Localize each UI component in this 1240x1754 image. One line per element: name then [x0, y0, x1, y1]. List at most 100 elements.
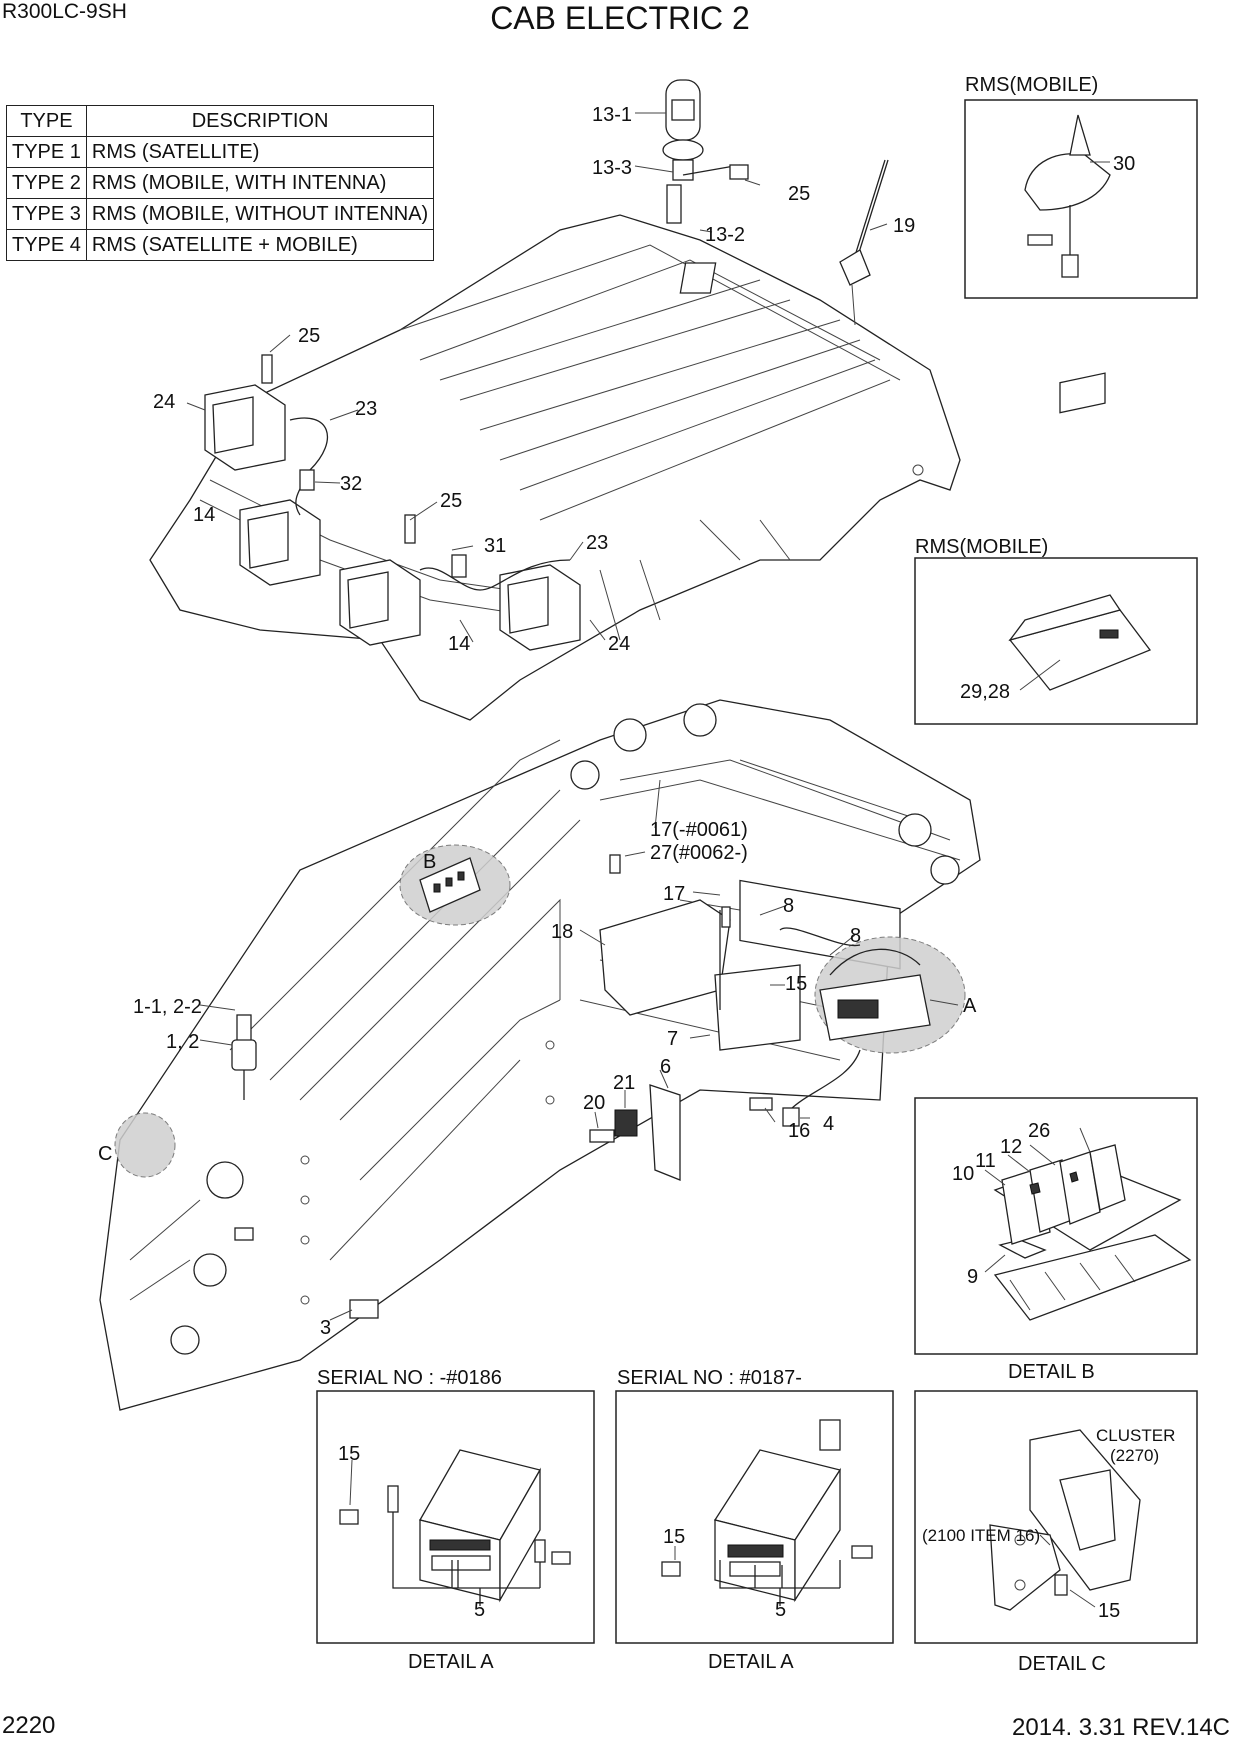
roof-callouts: 13-1 13-3 25 13-2 19 25 24 23 32 14 25 3…	[153, 104, 915, 655]
callout-label: 13-2	[705, 224, 745, 246]
revision-label: 2014. 3.31 REV.14C	[1012, 1714, 1230, 1741]
detail-a2-panel	[615, 1390, 894, 1644]
detail-c-zone	[114, 1112, 176, 1178]
callout-label: 29,28	[960, 681, 1010, 703]
cluster-label: CLUSTER	[1096, 1426, 1175, 1445]
type-cell: TYPE 2	[6, 167, 87, 199]
antenna	[839, 159, 889, 326]
callout-label: 14	[448, 633, 470, 655]
callout-label: 15	[785, 973, 807, 995]
callout-label: 23	[586, 532, 608, 554]
callout-label: 1-1, 2-2	[133, 996, 202, 1018]
type-table: TYPE DESCRIPTION TYPE 1 RMS (SATELLITE) …	[6, 105, 435, 261]
callout-label: 10	[952, 1163, 974, 1185]
callout-label: 13-3	[592, 157, 632, 179]
switch-panel	[419, 857, 481, 913]
rms-unit-panel-labels: RMS(MOBILE) 29,28	[915, 536, 1048, 703]
callout-label: 5	[775, 1599, 786, 1621]
rms-antenna-panel	[964, 99, 1198, 299]
table-row: TYPE 1 RMS (SATELLITE)	[6, 136, 435, 168]
callout-label: 1, 2	[166, 1031, 199, 1053]
callout-label: 25	[788, 183, 810, 205]
callout-label: 24	[608, 633, 630, 655]
callout-label: 25	[440, 490, 462, 512]
page-title: CAB ELECTRIC 2	[490, 0, 750, 36]
cab-roof	[149, 214, 961, 721]
description-cell: RMS (SATELLITE + MOBILE)	[85, 229, 435, 261]
callout-label: 11	[975, 1150, 996, 1172]
cab-callouts: B 17(-#0061) 27(#0062-) 17 8 18 8 15 A 7…	[98, 819, 977, 1339]
callout-label: 3	[320, 1317, 331, 1339]
callout-label: 15	[338, 1443, 360, 1465]
callout-label: 21	[613, 1072, 635, 1094]
callout-label: 32	[340, 473, 362, 495]
rms-unit-drawing	[1008, 372, 1152, 691]
callout-label: 24	[153, 391, 175, 413]
serial-label: SERIAL NO : -#0186	[317, 1367, 502, 1389]
table-row: TYPE 2 RMS (MOBILE, WITH INTENNA)	[6, 167, 435, 199]
callout-label: 16	[788, 1120, 810, 1142]
table-row: TYPE 4 RMS (SATELLITE + MOBILE)	[6, 229, 435, 261]
callout-label: 27(#0062-)	[650, 842, 748, 864]
leader-lines	[186, 112, 1110, 1608]
callout-label: 9	[967, 1266, 978, 1288]
callout-label: 13-1	[592, 104, 632, 126]
callout-label: 8	[783, 895, 794, 917]
description-column-header: DESCRIPTION	[85, 105, 435, 137]
bracket-ref: (2100 ITEM 16)	[922, 1526, 1040, 1545]
callout-label: 18	[551, 921, 573, 943]
callout-label: 30	[1113, 153, 1135, 175]
detail-c-drawing	[989, 1429, 1141, 1611]
panel-caption: DETAIL A	[708, 1651, 794, 1673]
type-table-header-row: TYPE DESCRIPTION	[6, 105, 435, 137]
callout-label: 15	[663, 1526, 685, 1548]
callout-label: 26	[1028, 1120, 1050, 1142]
panel-title: RMS(MOBILE)	[915, 536, 1048, 558]
detail-b-panel-labels: 26 12 11 10 9 DETAIL B	[952, 1120, 1095, 1383]
callout-label: C	[98, 1143, 112, 1165]
table-row: TYPE 3 RMS (MOBILE, WITHOUT INTENNA)	[6, 198, 435, 230]
detail-b-panel	[914, 1097, 1198, 1355]
callout-label: 4	[823, 1113, 834, 1135]
callout-label: B	[423, 851, 436, 873]
callout-label: 15	[1098, 1600, 1120, 1622]
rms-unit-panel	[914, 557, 1198, 725]
panel-title: RMS(MOBILE)	[965, 74, 1098, 96]
model-number: R300LC-9SH	[2, 0, 127, 23]
callout-label: 14	[193, 504, 215, 526]
callout-label: A	[963, 995, 977, 1017]
cab-parts	[231, 854, 931, 1319]
description-cell: RMS (SATELLITE)	[85, 136, 435, 168]
detail-b-drawing	[993, 1144, 1192, 1321]
callout-label: 7	[667, 1028, 678, 1050]
callout-label: 31	[484, 535, 506, 557]
type-cell: TYPE 4	[6, 229, 87, 261]
callout-label: 20	[583, 1092, 605, 1114]
rms-antenna-drawing	[1024, 114, 1111, 278]
callout-label: 17(-#0061)	[650, 819, 748, 841]
detail-a1-panel	[316, 1390, 595, 1644]
detail-a2-panel-labels: SERIAL NO : #0187- 15 5 DETAIL A	[617, 1367, 802, 1673]
callout-label: 23	[355, 398, 377, 420]
callout-label: 8	[850, 925, 861, 947]
work-lamps	[204, 164, 749, 651]
cluster-ref: (2270)	[1110, 1446, 1159, 1465]
detail-c-panel-labels: CLUSTER (2270) (2100 ITEM 16) 15 DETAIL …	[922, 1426, 1175, 1675]
beacon-lamp	[662, 79, 741, 224]
panel-caption: DETAIL B	[1008, 1361, 1095, 1383]
detail-a1-drawing	[339, 1449, 571, 1606]
callout-label: 17	[663, 883, 685, 905]
callout-label: 6	[660, 1056, 671, 1078]
panel-caption: DETAIL A	[408, 1651, 494, 1673]
callout-label: 25	[298, 325, 320, 347]
rms-antenna-panel-labels: RMS(MOBILE) 30	[965, 74, 1135, 175]
serial-label: SERIAL NO : #0187-	[617, 1367, 802, 1389]
type-cell: TYPE 3	[6, 198, 87, 230]
callout-label: 12	[1000, 1136, 1022, 1158]
detail-a2-drawing	[661, 1419, 873, 1606]
callout-label: 19	[893, 215, 915, 237]
detail-c-panel	[914, 1390, 1198, 1644]
panel-caption: DETAIL C	[1018, 1653, 1106, 1675]
detail-a1-panel-labels: SERIAL NO : -#0186 15 5 DETAIL A	[317, 1367, 502, 1673]
